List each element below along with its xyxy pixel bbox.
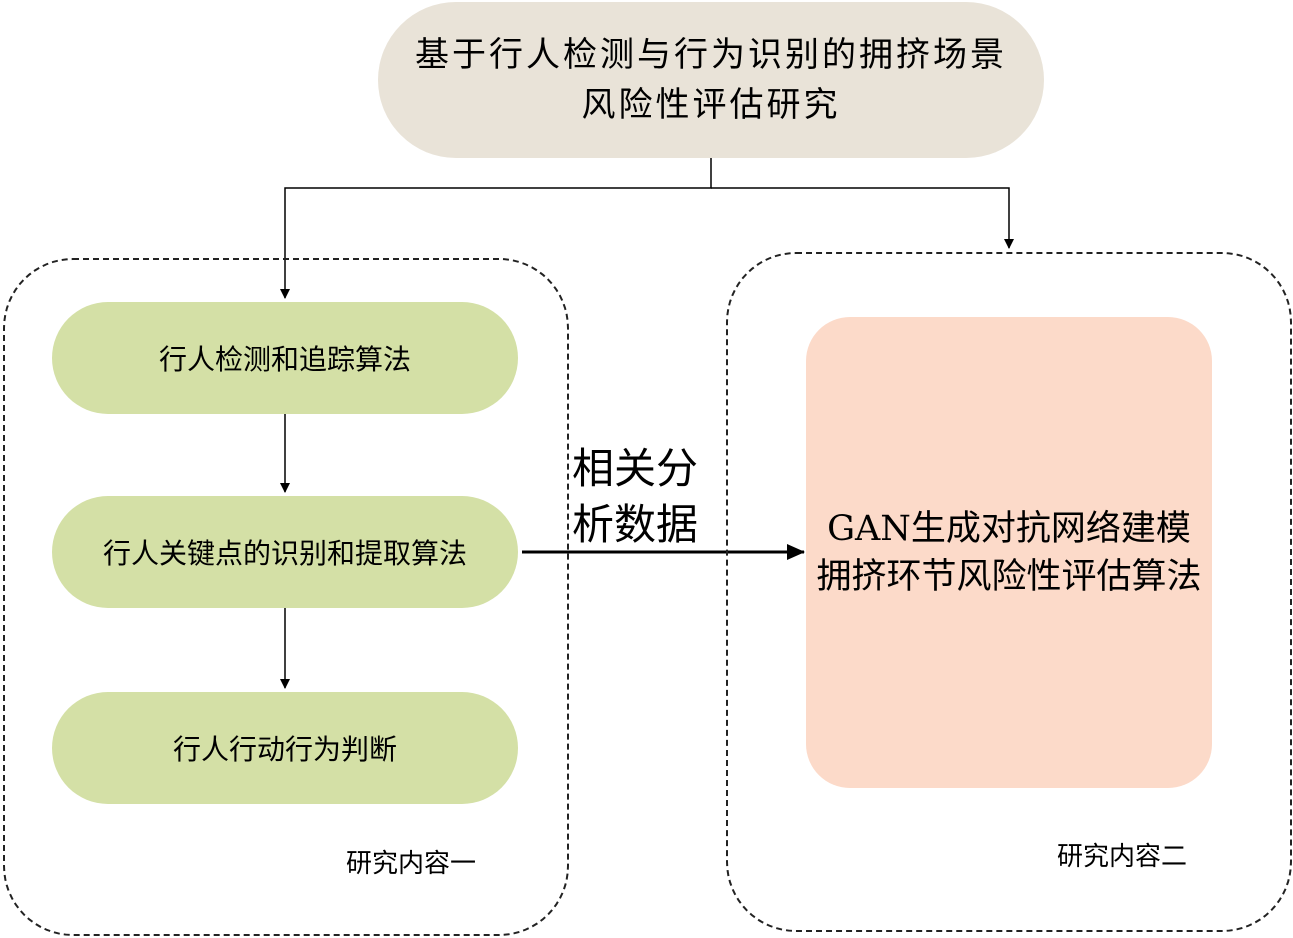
title-node: 基于行人检测与行为识别的拥挤场景风险性评估研究 <box>378 2 1044 158</box>
relation-label: 相关分析数据 <box>572 444 699 549</box>
research-one-label: 研究内容一 <box>346 849 477 879</box>
research-group-two <box>726 252 1292 932</box>
title-to-group-two-arrow <box>711 187 1014 249</box>
title-text: 基于行人检测与行为识别的拥挤场景风险性评估研究 <box>415 35 1007 125</box>
keypoint-extraction-node: 行人关键点的识别和提取算法 <box>52 496 518 608</box>
pedestrian-detection-label: 行人检测和追踪算法 <box>158 343 411 376</box>
gan-risk-assessment-label: GAN生成对抗网络建模拥挤环节风险性评估算法 <box>816 508 1202 597</box>
keypoint-extraction-label: 行人关键点的识别和提取算法 <box>102 537 467 570</box>
gan-risk-assessment-node: GAN生成对抗网络建模拥挤环节风险性评估算法 <box>806 317 1212 788</box>
behavior-judgement-node: 行人行动行为判断 <box>52 692 518 804</box>
pedestrian-detection-node: 行人检测和追踪算法 <box>52 302 518 414</box>
behavior-judgement-label: 行人行动行为判断 <box>172 733 397 766</box>
research-two-label: 研究内容二 <box>1057 842 1188 872</box>
title-to-group-one-arrow <box>280 158 712 299</box>
research-group-one <box>3 258 569 936</box>
